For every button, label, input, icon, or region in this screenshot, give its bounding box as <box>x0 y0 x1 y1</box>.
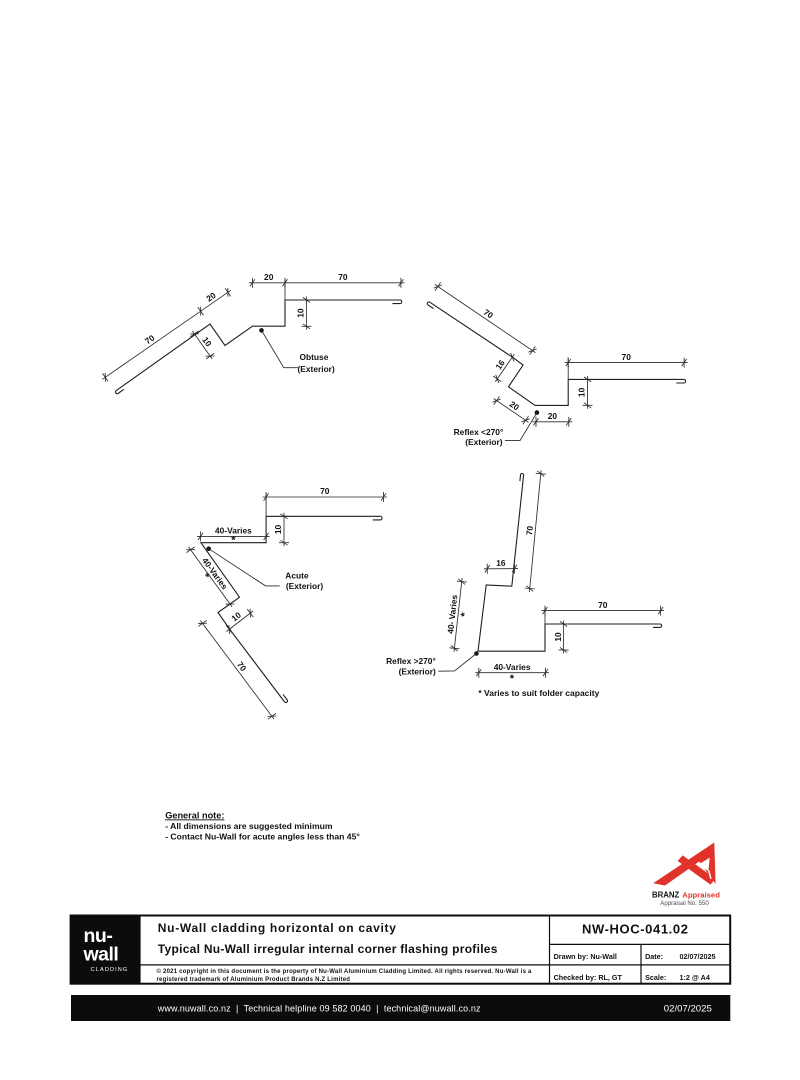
svg-text:70: 70 <box>235 660 249 674</box>
svg-text:CLADDING: CLADDING <box>91 967 129 973</box>
svg-text:70: 70 <box>622 352 632 362</box>
svg-text:Acute: Acute <box>285 571 309 581</box>
svg-text:70: 70 <box>598 600 608 610</box>
svg-text:(Exterior): (Exterior) <box>298 364 335 374</box>
svg-text:40-Varies: 40-Varies <box>215 526 252 536</box>
svg-text:40- Varies: 40- Varies <box>445 594 459 634</box>
svg-text:20: 20 <box>204 290 218 304</box>
svg-text:Reflex <270°: Reflex <270° <box>454 427 504 437</box>
svg-text:Obtuse: Obtuse <box>300 352 329 362</box>
svg-text:10: 10 <box>577 387 587 397</box>
svg-text:* Varies to suit folder capaci: * Varies to suit folder capacity <box>478 688 599 698</box>
svg-text:- All dimensions are suggested: - All dimensions are suggested minimum <box>165 821 333 831</box>
svg-text:70: 70 <box>524 525 535 536</box>
svg-text:70: 70 <box>143 332 157 346</box>
svg-text:70: 70 <box>320 486 330 496</box>
svg-text:10: 10 <box>200 335 214 349</box>
svg-text:70: 70 <box>482 307 496 321</box>
svg-text:- Contact Nu-Wall for acute an: - Contact Nu-Wall for acute angles less … <box>165 832 360 842</box>
svg-text:1:2 @ A4: 1:2 @ A4 <box>680 973 710 982</box>
svg-text:Reflex >270°: Reflex >270° <box>386 656 436 666</box>
svg-text:20: 20 <box>548 411 558 421</box>
svg-text:*: * <box>231 535 236 547</box>
svg-text:(Exterior): (Exterior) <box>399 667 436 677</box>
svg-text:*: * <box>510 673 515 685</box>
svg-text:20: 20 <box>508 399 522 413</box>
svg-text:10: 10 <box>229 610 243 624</box>
svg-text:registered trademark of Alumin: registered trademark of Aluminium Produc… <box>157 977 351 983</box>
svg-text:40-Varies: 40-Varies <box>494 662 531 672</box>
svg-text:NW-HOC-041.02: NW-HOC-041.02 <box>582 922 689 937</box>
svg-text:16: 16 <box>496 558 506 568</box>
svg-text:16: 16 <box>493 358 507 372</box>
svg-text:02/07/2025: 02/07/2025 <box>680 952 716 961</box>
svg-text:Appraised: Appraised <box>682 890 720 899</box>
svg-text:*: * <box>199 571 212 582</box>
svg-text:10: 10 <box>553 632 563 642</box>
svg-text:10: 10 <box>273 525 283 535</box>
svg-text:Checked by: RL, GT: Checked by: RL, GT <box>554 973 623 982</box>
svg-text:Nu-Wall cladding horizontal on: Nu-Wall cladding horizontal on cavity <box>158 921 397 935</box>
svg-text:BRANZ: BRANZ <box>652 890 680 899</box>
svg-text:20: 20 <box>264 272 274 282</box>
svg-text:nu-: nu- <box>84 925 113 947</box>
svg-text:*: * <box>459 611 471 617</box>
svg-text:10: 10 <box>296 308 306 318</box>
svg-text:Drawn by: Nu-Wall: Drawn by: Nu-Wall <box>554 952 617 961</box>
svg-text:70: 70 <box>338 272 348 282</box>
svg-text:(Exterior): (Exterior) <box>465 437 502 447</box>
svg-text:General note:: General note: <box>165 810 224 820</box>
svg-text:Scale:: Scale: <box>645 973 666 982</box>
svg-text:wall: wall <box>83 944 119 966</box>
svg-text:Typical Nu-Wall irregular inte: Typical Nu-Wall irregular internal corne… <box>158 942 498 956</box>
svg-text:(Exterior): (Exterior) <box>286 581 323 591</box>
svg-text:02/07/2025: 02/07/2025 <box>664 1004 712 1015</box>
svg-text:Appraisal No. 550: Appraisal No. 550 <box>660 900 709 907</box>
svg-text:© 2021 copyright in this docum: © 2021 copyright in this document is the… <box>157 968 533 975</box>
svg-text:Date:: Date: <box>645 952 663 961</box>
svg-text:www.nuwall.co.nz | Technical: www.nuwall.co.nz | Technical helpline 09… <box>157 1004 481 1014</box>
